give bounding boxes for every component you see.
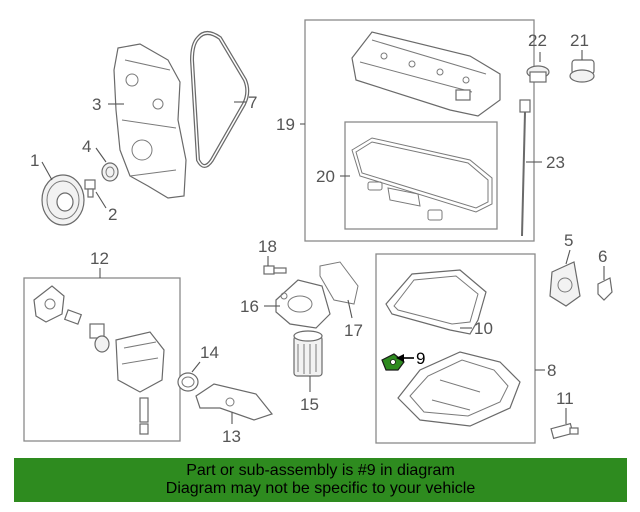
- o-ring-part: [177, 372, 199, 392]
- oil-pump-part: [33, 285, 165, 435]
- housing-bolt-part: [263, 265, 287, 275]
- cover-plate-part: [549, 261, 581, 307]
- crank-pulley-part: [41, 174, 85, 226]
- callout-3: 3: [92, 95, 101, 114]
- callout-14: 14: [200, 343, 219, 362]
- gasket-subgroup-box: [344, 121, 498, 230]
- callout-16: 16: [240, 297, 259, 316]
- callout-4: 4: [82, 137, 91, 156]
- callout-17: 17: [344, 321, 363, 340]
- callout-5: 5: [564, 231, 573, 250]
- oil-pan-part: [397, 351, 521, 427]
- banner-line-2: Diagram may not be specific to your vehi…: [165, 480, 476, 497]
- callout-18: 18: [258, 237, 277, 256]
- callout-12: 12: [90, 249, 109, 268]
- callout-6: 6: [598, 247, 607, 266]
- oil-filter-housing-part: [275, 279, 331, 329]
- front-seal-part: [101, 162, 119, 182]
- valve-cover-part: [351, 31, 501, 117]
- callout-11: 11: [556, 389, 574, 408]
- callout-9-highlighted: 9: [416, 349, 425, 368]
- callout-7: 7: [248, 93, 257, 112]
- callout-8: 8: [547, 361, 556, 380]
- callout-10: 10: [474, 319, 493, 338]
- timing-cover-part: [113, 43, 187, 199]
- valve-cover-group-box: [304, 19, 535, 242]
- callout-2: 2: [108, 205, 117, 224]
- callout-22: 22: [528, 31, 547, 50]
- pulley-bolt-part: [84, 179, 96, 198]
- plug-part: [526, 65, 550, 83]
- drain-plug-part: [550, 422, 579, 440]
- upper-oil-pan-part: [385, 269, 487, 335]
- oil-pump-group-box: [23, 277, 181, 442]
- callout-15: 15: [300, 395, 319, 414]
- callout-13: 13: [222, 427, 241, 446]
- housing-gasket-part: [319, 261, 359, 305]
- oil-filler-cap-part: [569, 59, 595, 83]
- oil-filter-part: [293, 330, 323, 377]
- dipstick-part: [519, 99, 531, 237]
- banner-line-1: Part or sub-assembly is #9 in diagram: [186, 462, 455, 479]
- callout-20: 20: [316, 167, 335, 186]
- oil-pan-group-box: [375, 253, 536, 444]
- fitment-notice-banner: Part or sub-assembly is #9 in diagram Di…: [14, 458, 627, 502]
- callout-23: 23: [546, 153, 565, 172]
- callout-21: 21: [570, 31, 589, 50]
- valve-cover-gasket-part: [351, 137, 493, 221]
- clip-part: [597, 277, 613, 301]
- leader-lines: [41, 50, 605, 424]
- callout-1: 1: [30, 151, 39, 170]
- callout-19: 19: [276, 115, 295, 134]
